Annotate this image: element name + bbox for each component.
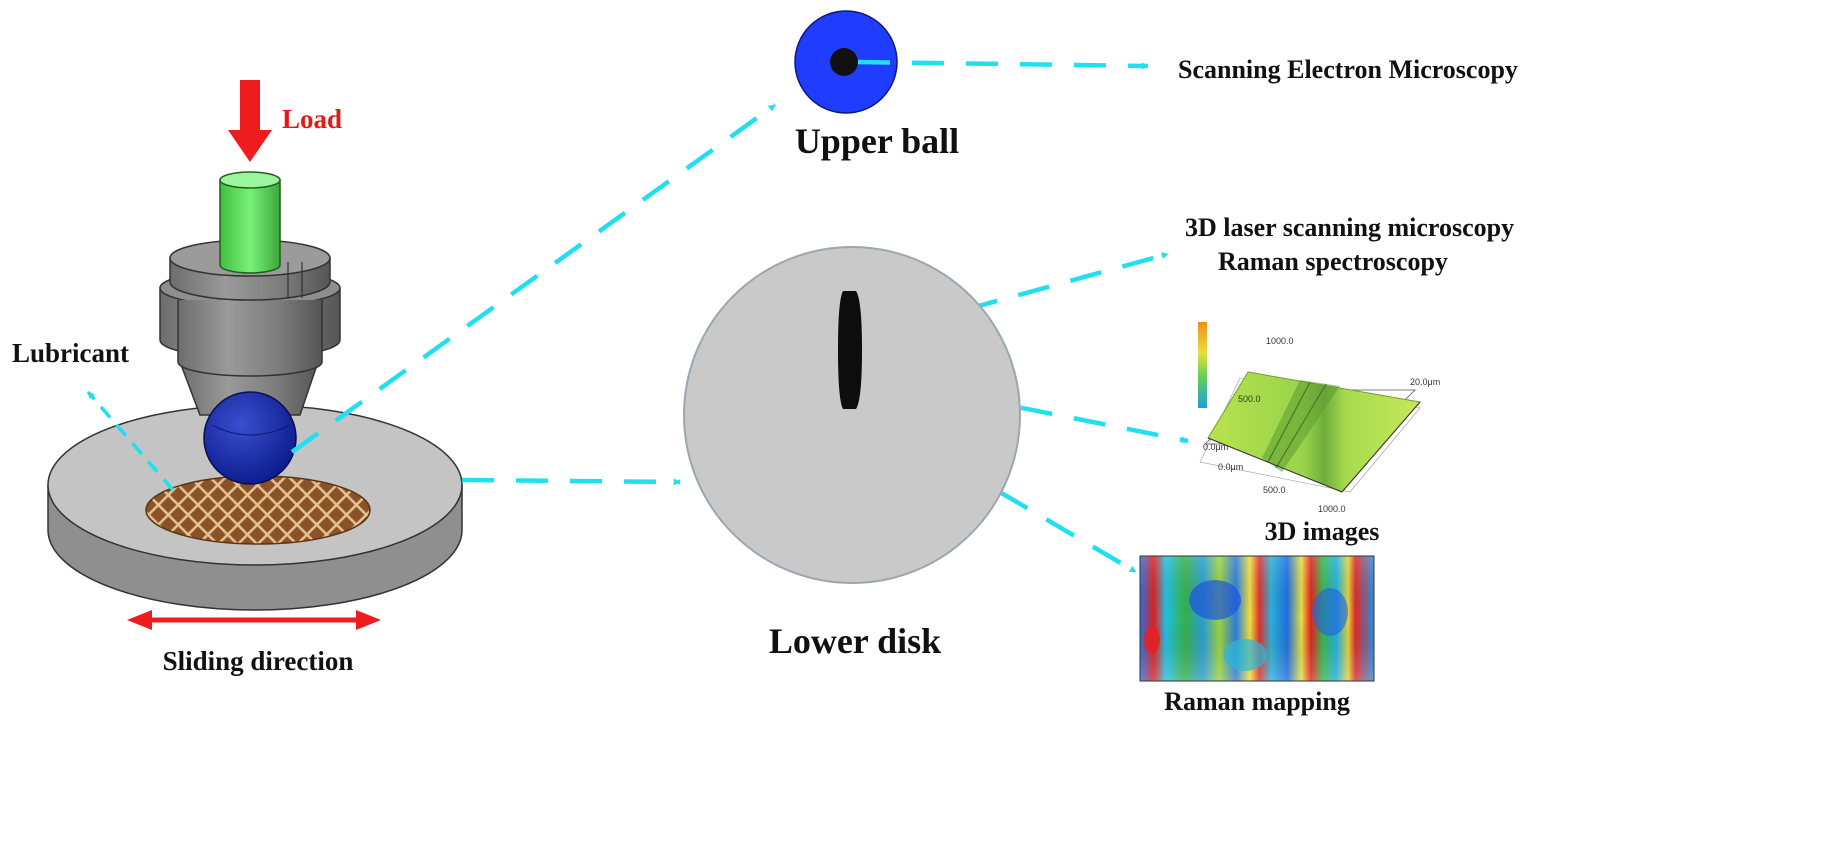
lubricant-pointer-arrow (86, 390, 175, 492)
raman-mapping-plot (1139, 555, 1375, 682)
lubricant-mesh-pad (145, 475, 371, 545)
arrow-ball-to-upper-ball (290, 103, 777, 454)
lower-disk-figure (683, 246, 1021, 584)
surface-3d-plot: 1000.0 500.0 0.0μm 0.0μm 500.0 1000.0 20… (1198, 322, 1440, 514)
upper-ball-on-head (203, 391, 297, 485)
tick-x-end: 1000.0 (1318, 504, 1346, 514)
sem-label: Scanning Electron Microscopy (1178, 55, 1518, 84)
upper-ball-figure (794, 10, 898, 114)
tick-x-mid: 500.0 (1263, 485, 1286, 495)
tick-y-top: 1000.0 (1266, 336, 1294, 346)
raman-spectroscopy-label: Raman spectroscopy (1218, 247, 1448, 276)
tick-z-zero: 0.0μm (1203, 442, 1228, 452)
3d-images-label: 3D images (1265, 517, 1380, 546)
surface-3d-colorbar (1198, 322, 1207, 408)
load-head (159, 171, 341, 485)
load-arrow (228, 80, 272, 162)
lower-disk-label: Lower disk (769, 621, 941, 661)
arrow-disk-to-lower-disk (461, 477, 681, 486)
laser-label: 3D laser scanning microscopy (1185, 213, 1514, 242)
arrow-upper-ball-to-sem (857, 59, 1149, 70)
wear-track (838, 291, 862, 409)
raman-mapping-label: Raman mapping (1164, 687, 1350, 716)
green-column (219, 179, 281, 274)
tick-z-top: 20.0μm (1410, 377, 1440, 387)
sliding-direction-label: Sliding direction (163, 646, 354, 676)
upper-ball-label: Upper ball (795, 121, 959, 161)
lubricant-label: Lubricant (12, 338, 129, 368)
tick-x-zero: 0.0μm (1218, 462, 1243, 472)
load-label: Load (282, 104, 342, 134)
sliding-direction-arrow (127, 610, 381, 630)
tick-y-mid: 500.0 (1238, 394, 1261, 404)
